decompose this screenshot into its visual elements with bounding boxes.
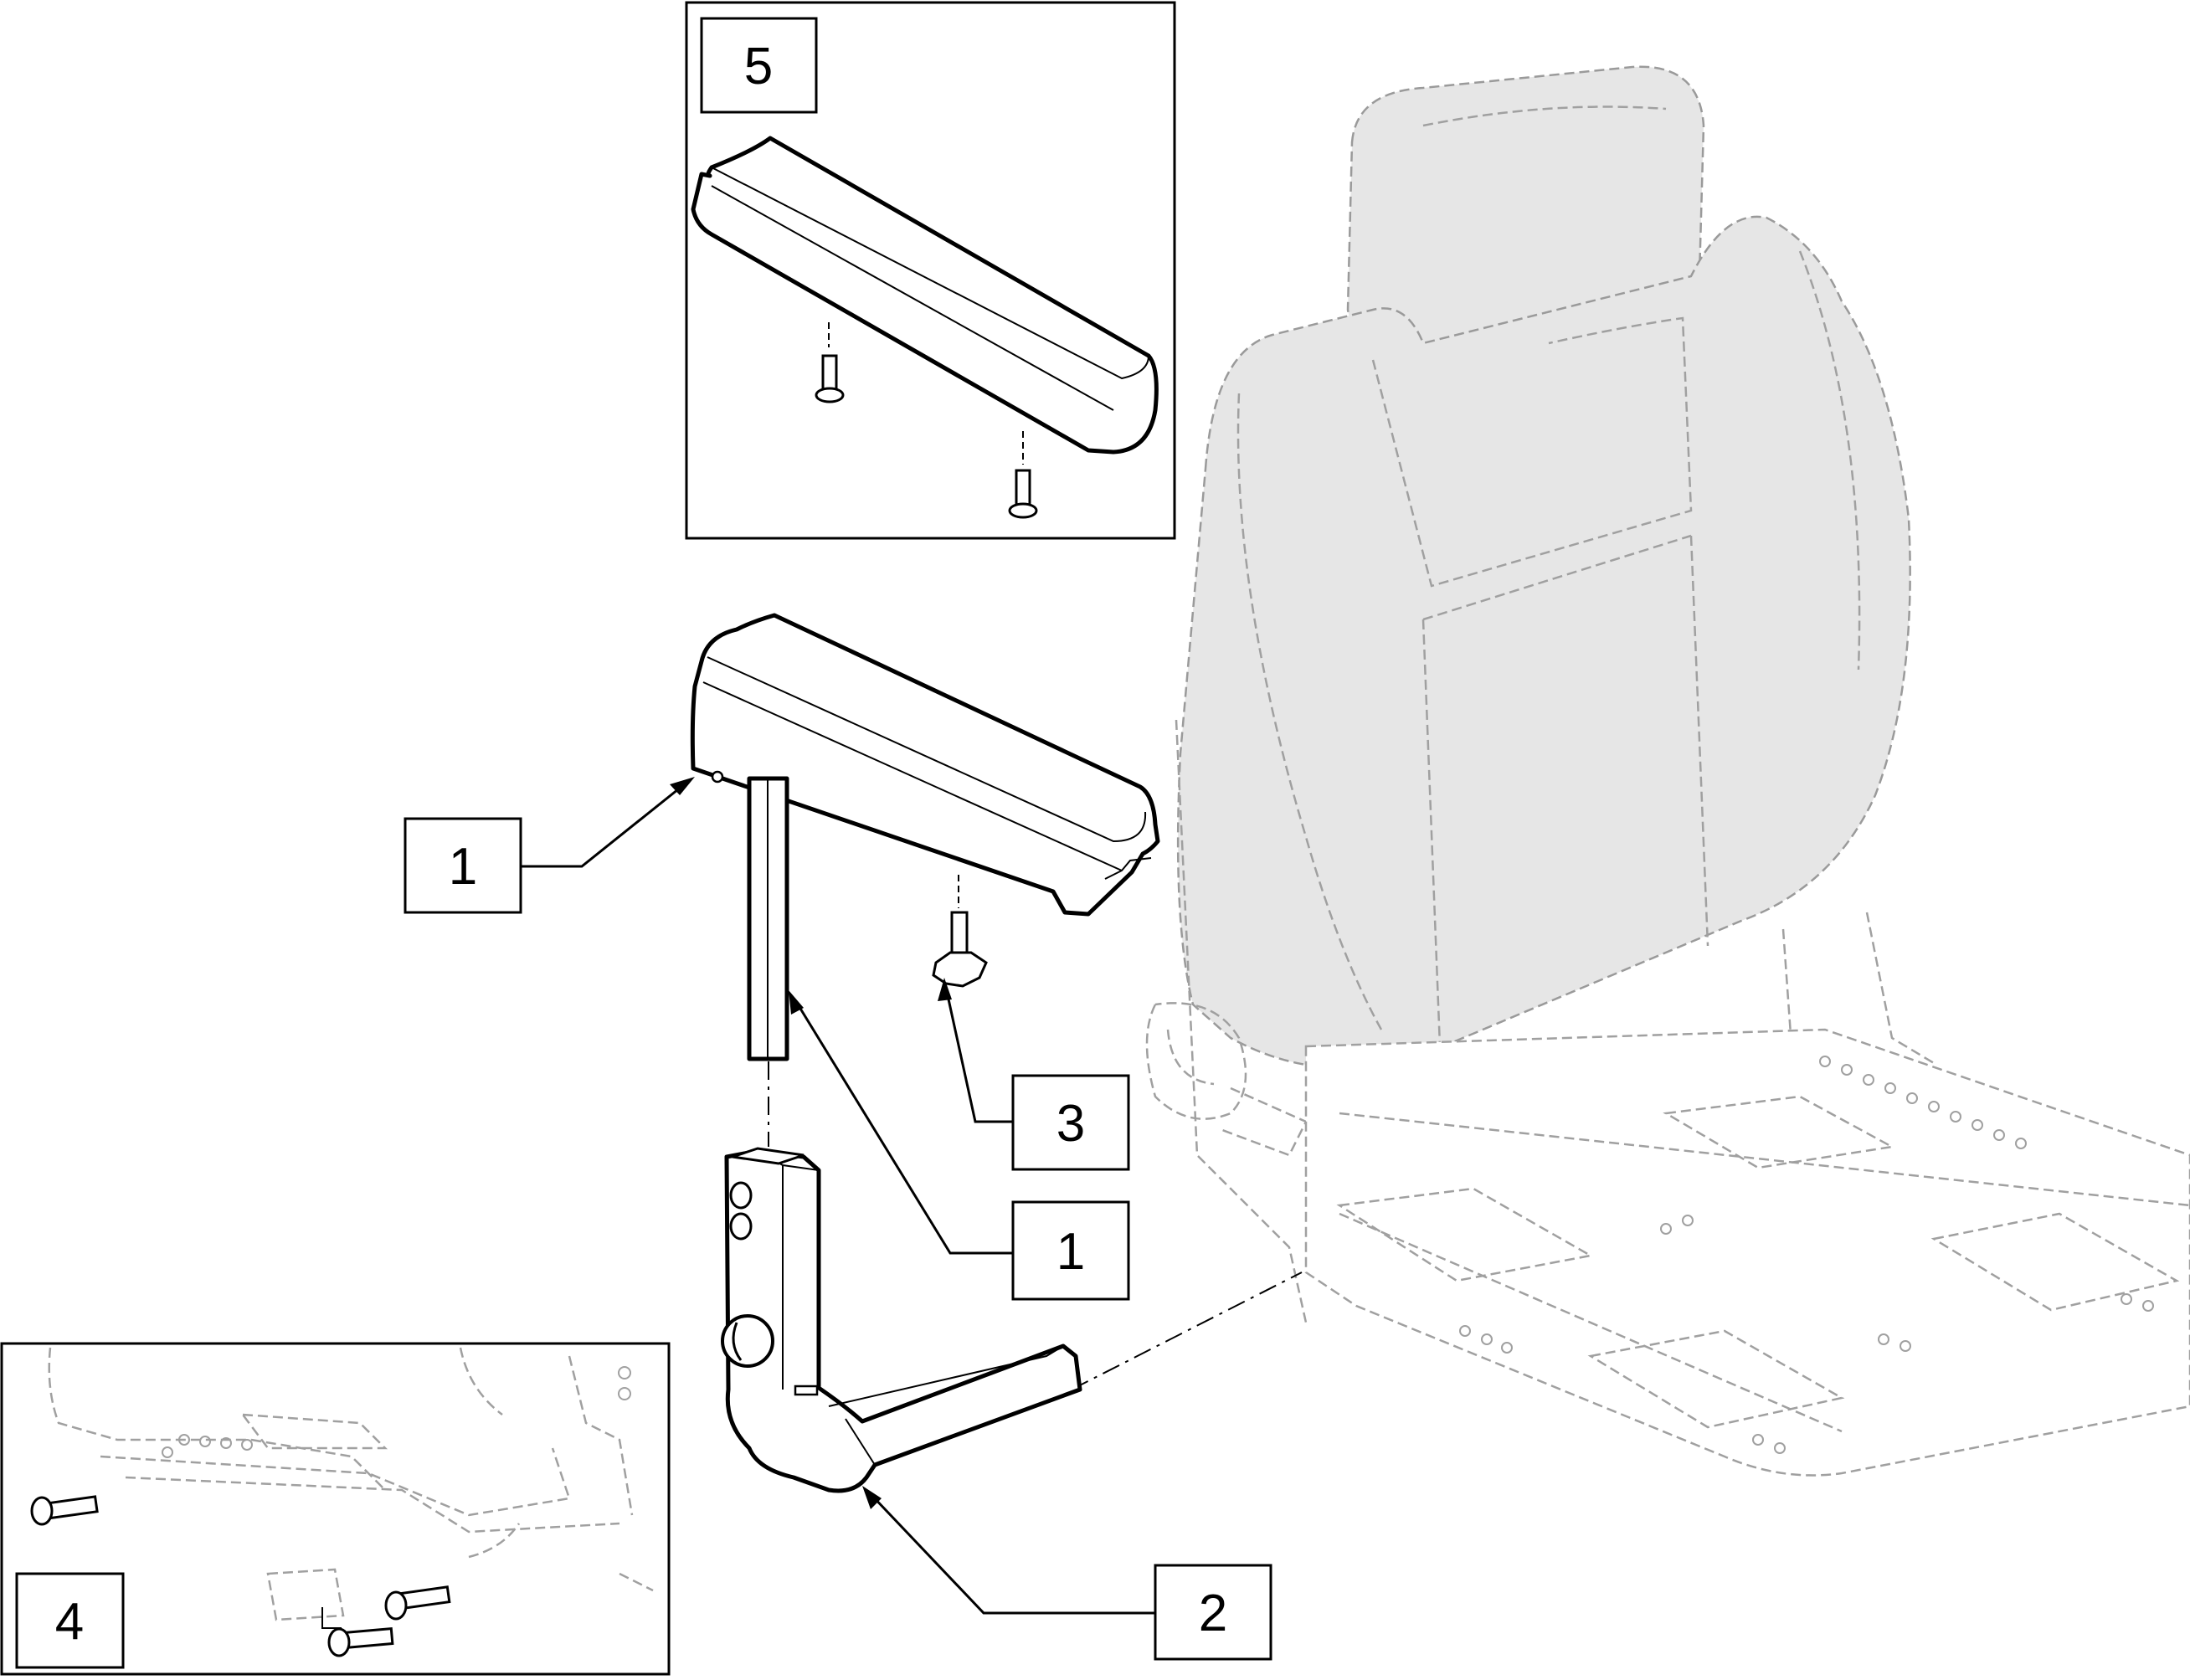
callout-box-4: [15, 1572, 125, 1669]
armrest-pad: [690, 613, 1160, 917]
callout-1-upper: 1: [404, 777, 695, 914]
callout-1-upper-label: 1: [449, 838, 477, 896]
inset-screw-2: [1008, 469, 1038, 519]
callout-4: 4: [55, 1593, 84, 1651]
callout-box-2: [1154, 1564, 1272, 1661]
ghost-backrest: [1176, 215, 1911, 1070]
callout-box-1-lower: [1011, 1200, 1130, 1301]
callout-3-label: 3: [1056, 1095, 1085, 1153]
callout-box-1-upper: [404, 817, 522, 914]
callout-2-label: 2: [1199, 1585, 1227, 1642]
callout-5: 5: [744, 38, 773, 95]
inset-mounting-detail: 4: [0, 1342, 671, 1676]
ghost-seat: [1145, 65, 2190, 1477]
arm-bracket-assembly: [721, 1147, 1082, 1493]
ghost-base-plate: [1304, 1028, 2190, 1477]
inset-bolt-1: [30, 1495, 99, 1526]
callout-1-lower: 1: [789, 990, 1130, 1301]
callout-box-3: [1011, 1074, 1130, 1171]
adjustment-knob: [932, 911, 988, 988]
inset-ghost-frame: [48, 1347, 654, 1621]
callout-3: 3: [938, 978, 1130, 1171]
callout-2: 2: [862, 1486, 1272, 1661]
inset-bolt-3: [327, 1626, 394, 1657]
inset-screw-1: [815, 354, 845, 403]
ghost-holes: [1459, 1056, 2154, 1454]
callout-1-lower-label: 1: [1056, 1223, 1085, 1281]
armrest-pad-assembly: [690, 613, 1160, 1061]
inset-bolt-2: [384, 1585, 451, 1621]
callout-box-5: [700, 17, 818, 114]
inset-armpad-detail: 5: [685, 1, 1176, 540]
